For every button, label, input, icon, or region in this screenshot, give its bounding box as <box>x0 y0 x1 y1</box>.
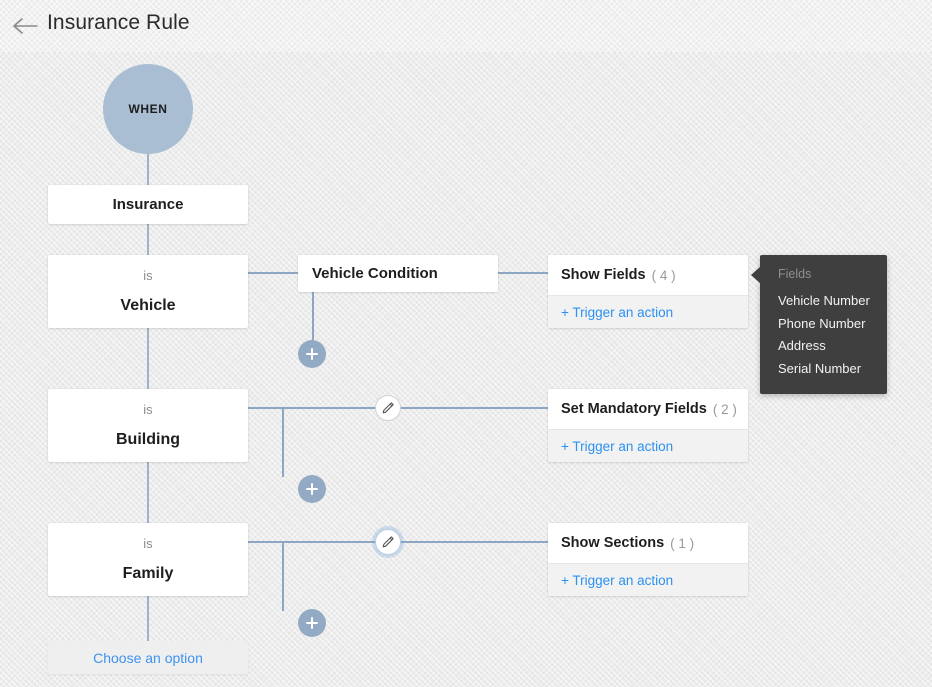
condition-value: Family <box>122 565 174 582</box>
connector-family-out <box>248 541 298 543</box>
action-count: ( 4 ) <box>651 267 676 283</box>
add-criteria-button-family[interactable] <box>298 609 326 637</box>
back-arrow-icon[interactable] <box>12 14 38 38</box>
edit-criteria-button-family[interactable] <box>375 529 401 555</box>
action-card-show-fields[interactable]: Show Fields ( 4 ) + Trigger an action <box>548 255 748 328</box>
tooltip-item: Serial Number <box>778 360 862 376</box>
add-criteria-button-building[interactable] <box>298 475 326 503</box>
tooltip-item: Phone Number <box>778 315 866 331</box>
entity-node-insurance[interactable]: Insurance <box>48 185 248 224</box>
when-node[interactable]: WHEN <box>103 64 193 154</box>
connector-family-drop <box>282 541 284 611</box>
action-title: Set Mandatory Fields <box>561 401 707 417</box>
page-header: Insurance Rule <box>0 0 932 52</box>
trigger-action-link-2[interactable]: + Trigger an action <box>548 429 748 462</box>
connector-insurance-to-vehicle <box>147 224 149 256</box>
page-title: Insurance Rule <box>47 11 190 34</box>
add-criteria-button-vehicle[interactable] <box>298 340 326 368</box>
connector-pencil-to-action-3 <box>400 541 548 543</box>
condition-value: Building <box>116 431 180 448</box>
trigger-action-link-3[interactable]: + Trigger an action <box>548 563 748 596</box>
condition-operator: is <box>143 536 153 551</box>
action-title: Show Fields <box>561 267 646 283</box>
choose-an-option-button[interactable]: Choose an option <box>48 641 248 674</box>
action-title: Show Sections <box>561 535 665 551</box>
fields-tooltip: Fields Vehicle Number Phone Number Addre… <box>751 255 887 394</box>
trigger-action-label: + Trigger an action <box>561 304 674 320</box>
connector-family-to-pencil <box>282 541 376 543</box>
connector-vehicle-to-criteria <box>248 272 298 274</box>
choose-an-option-label: Choose an option <box>93 649 203 666</box>
tooltip-caret-icon <box>751 266 761 284</box>
entity-label: Insurance <box>112 196 184 213</box>
connector-pencil-to-action-2 <box>400 407 548 409</box>
connector-criteria-to-action-1 <box>497 272 548 274</box>
tooltip-heading: Fields <box>778 267 812 281</box>
action-card-header: Show Fields ( 4 ) <box>548 255 748 295</box>
connector-vehicle-to-building <box>147 328 149 390</box>
tooltip-item: Vehicle Number <box>778 293 870 308</box>
condition-value: Vehicle <box>120 297 176 314</box>
connector-vehicle-drop <box>312 272 314 342</box>
action-card-show-sections[interactable]: Show Sections ( 1 ) + Trigger an action <box>548 523 748 596</box>
connector-building-out <box>248 407 298 409</box>
action-count: ( 1 ) <box>670 535 695 551</box>
connector-building-to-pencil <box>282 407 376 409</box>
connector-when-to-insurance <box>147 154 149 186</box>
condition-node-vehicle[interactable]: is Vehicle <box>48 255 248 328</box>
tooltip-item: Address <box>778 338 826 353</box>
trigger-action-label: + Trigger an action <box>561 572 674 588</box>
connector-building-drop <box>282 407 284 477</box>
trigger-action-label: + Trigger an action <box>561 438 674 454</box>
action-card-header: Show Sections ( 1 ) <box>548 523 748 563</box>
condition-operator: is <box>143 402 153 417</box>
trigger-action-link-1[interactable]: + Trigger an action <box>548 295 748 328</box>
connector-building-to-family <box>147 462 149 524</box>
condition-node-family[interactable]: is Family <box>48 523 248 596</box>
criteria-label: Vehicle Condition <box>312 265 438 282</box>
action-card-header: Set Mandatory Fields ( 2 ) <box>548 389 748 429</box>
condition-operator: is <box>143 268 153 283</box>
edit-criteria-button-building[interactable] <box>375 395 401 421</box>
criteria-node-vehicle-condition[interactable]: Vehicle Condition <box>298 255 498 292</box>
connector-family-to-choose <box>147 596 149 641</box>
condition-node-building[interactable]: is Building <box>48 389 248 462</box>
action-count: ( 2 ) <box>712 401 737 417</box>
action-card-set-mandatory-fields[interactable]: Set Mandatory Fields ( 2 ) + Trigger an … <box>548 389 748 462</box>
when-node-label: WHEN <box>128 102 168 116</box>
